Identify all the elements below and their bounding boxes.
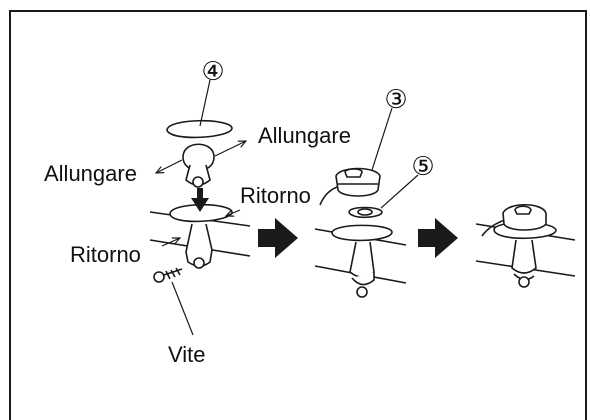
ritorno-arrow-top — [226, 209, 241, 216]
clamp-base-2 — [331, 224, 393, 298]
down-arrow — [191, 188, 209, 212]
sensor-part-3 — [335, 167, 381, 197]
leader-5 — [380, 174, 419, 209]
part-number-4: ④ — [201, 57, 224, 87]
label-allungare-left: Allungare — [44, 161, 137, 186]
label-ritorno-top: Ritorno — [240, 183, 311, 208]
leader-3 — [371, 107, 393, 171]
label-ritorno-left: Ritorno — [70, 242, 141, 267]
leader-vite — [171, 281, 194, 336]
diagram-frame — [9, 10, 587, 420]
assembled-unit — [493, 203, 557, 288]
installation-diagram: ④ ③ ⑤ Allungare Allungare Ritorno Ritorn… — [44, 57, 576, 367]
screw — [153, 267, 183, 283]
allungare-arrow-left — [156, 159, 183, 173]
ritorno-arrow-left — [161, 238, 180, 247]
pad-part-5 — [348, 206, 383, 219]
step-arrow-1 — [258, 218, 298, 258]
part-number-5: ⑤ — [411, 152, 434, 182]
label-allungare-right: Allungare — [258, 123, 351, 148]
step3-illustration — [475, 203, 576, 288]
step-arrow-2 — [418, 218, 458, 258]
allungare-arrow-right — [214, 141, 246, 157]
clamp-part-4 — [166, 119, 233, 188]
leader-4 — [199, 79, 211, 127]
clamp-on-bar — [169, 203, 233, 269]
step1-illustration — [149, 119, 251, 283]
label-vite: Vite — [168, 342, 206, 367]
part-number-3: ③ — [384, 85, 407, 115]
step2-illustration — [314, 167, 407, 298]
